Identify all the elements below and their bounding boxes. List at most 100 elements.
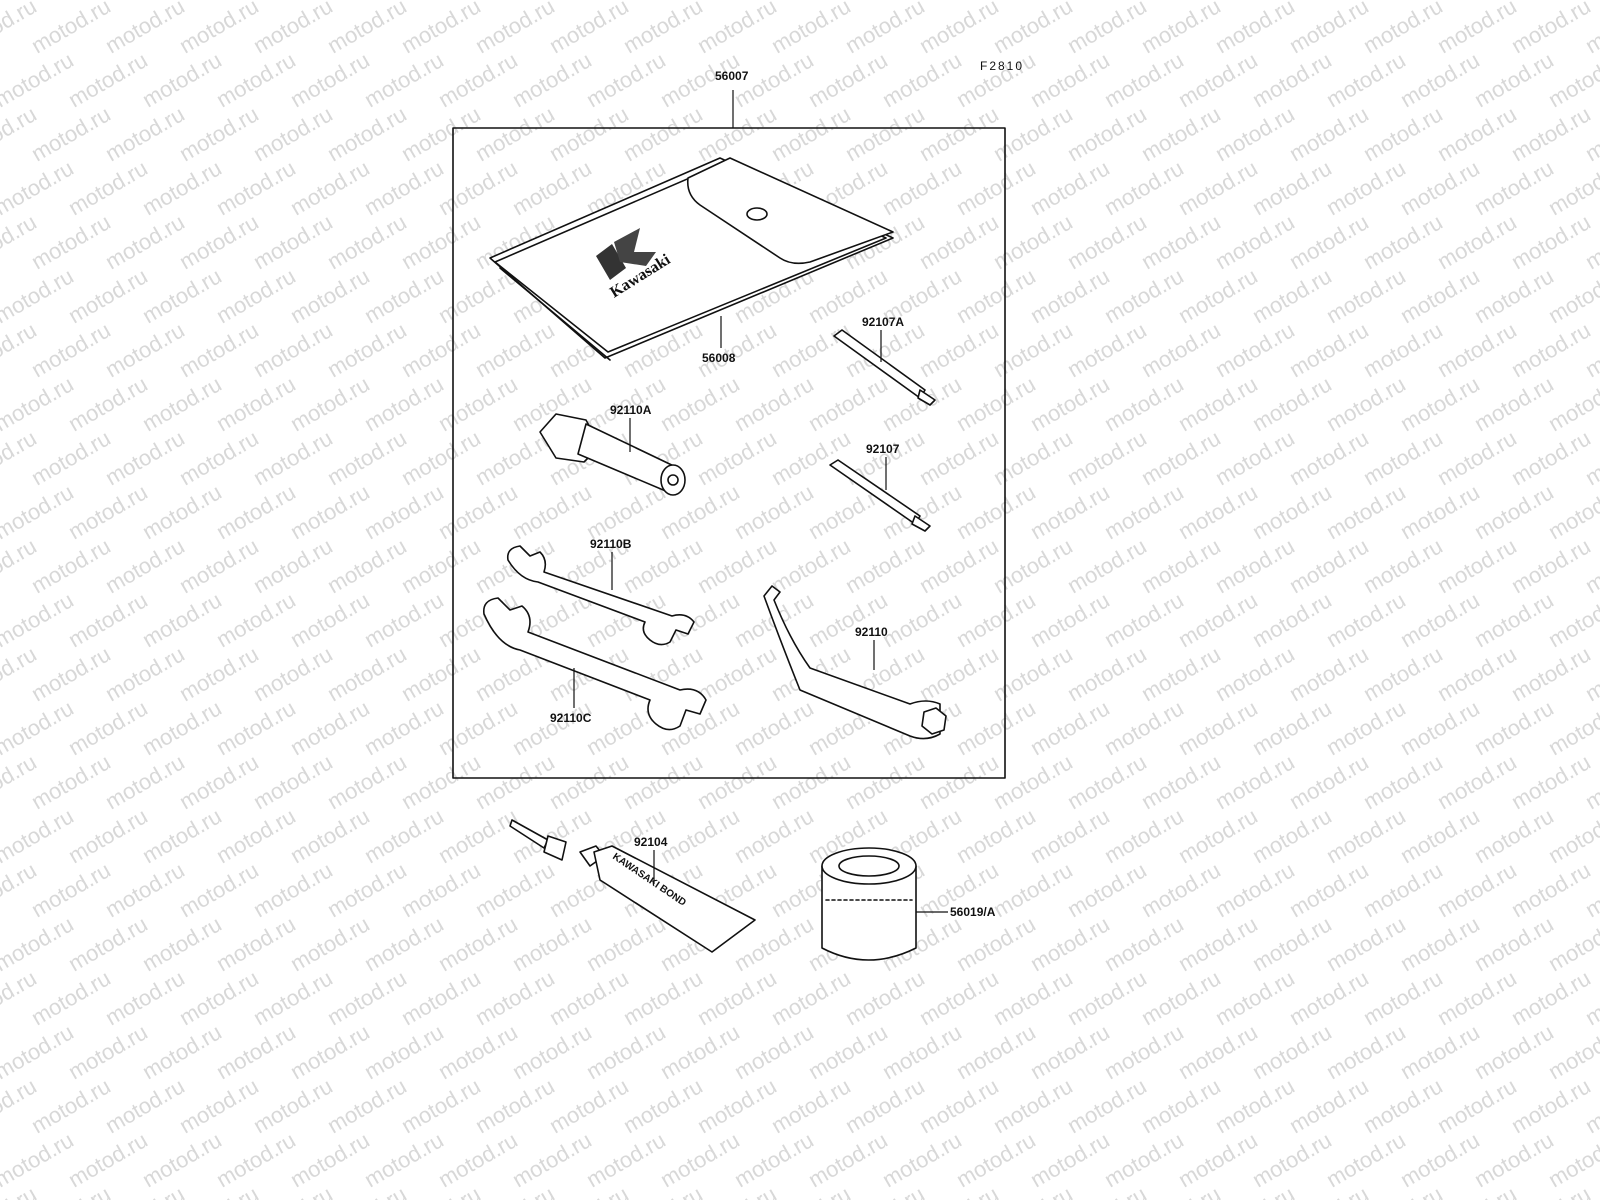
watermark-text: motod.ru (138, 371, 226, 436)
watermark-text: motod.ru (360, 587, 448, 652)
watermark-text: motod.ru (1174, 587, 1262, 652)
watermark-text: motod.ru (64, 803, 152, 868)
watermark-text: motod.ru (1470, 587, 1558, 652)
watermark-text: motod.ru (1507, 1073, 1595, 1138)
watermark-text: motod.ru (1211, 209, 1299, 274)
watermark-text: motod.ru (397, 749, 485, 814)
watermark-text: motod.ru (545, 101, 633, 166)
watermark-text: motod.ru (619, 749, 707, 814)
watermark-text: motod.ru (1211, 749, 1299, 814)
watermark-text: motod.ru (508, 695, 596, 760)
watermark-text: motod.ru (397, 317, 485, 382)
watermark-text: motod.ru (138, 47, 226, 112)
watermark-text: motod.ru (1026, 695, 1114, 760)
watermark-text: motod.ru (1285, 641, 1373, 706)
watermark-text: motod.ru (101, 857, 189, 922)
watermark-text: motod.ru (1322, 911, 1410, 976)
watermark-text: motod.ru (360, 155, 448, 220)
watermark-text: motod.ru (397, 425, 485, 490)
watermark-text: motod.ru (1359, 533, 1447, 598)
part-label-56019A: 56019/A (950, 905, 996, 919)
part-label-92110B: 92110B (590, 537, 632, 551)
watermark-text: motod.ru (730, 371, 818, 436)
watermark-text: motod.ru (1396, 695, 1484, 760)
watermark-text: motod.ru (693, 533, 781, 598)
watermark-text: motod.ru (1026, 587, 1114, 652)
watermark-text: motod.ru (989, 425, 1077, 490)
watermark-text: motod.ru (101, 641, 189, 706)
watermark-text: motod.ru (323, 857, 411, 922)
watermark-text: motod.ru (1396, 587, 1484, 652)
watermark-text: motod.ru (1470, 47, 1558, 112)
watermark-text: motod.ru (1433, 965, 1521, 1030)
watermark-text: motod.ru (323, 101, 411, 166)
watermark-text: motod.ru (915, 641, 1003, 706)
watermark-text: motod.ru (397, 857, 485, 922)
watermark-text: motod.ru (952, 695, 1040, 760)
watermark-text: motod.ru (434, 155, 522, 220)
watermark-text: motod.ru (212, 479, 300, 544)
watermark-text: motod.ru (1285, 101, 1373, 166)
watermark-text: motod.ru (1026, 155, 1114, 220)
watermark-text: motod.ru (175, 1073, 263, 1138)
watermark-text: motod.ru (1248, 1019, 1336, 1084)
watermark-text: motod.ru (619, 1073, 707, 1138)
watermark-text: motod.ru (397, 641, 485, 706)
watermark-text: motod.ru (286, 1127, 374, 1192)
watermark-text: motod.ru (1322, 47, 1410, 112)
watermark-text: motod.ru (619, 965, 707, 1030)
watermark-text: motod.ru (1396, 263, 1484, 328)
watermark-text: motod.ru (1470, 263, 1558, 328)
watermark-text: motod.ru (397, 209, 485, 274)
watermark-text: motod.ru (878, 155, 966, 220)
watermark-text: motod.ru (249, 533, 337, 598)
watermark-text: motod.ru (767, 1073, 855, 1138)
watermark-text: motod.ru (249, 317, 337, 382)
watermark-text: motod.ru (249, 1073, 337, 1138)
watermark-text: motod.ru (64, 587, 152, 652)
watermark-text: motod.ru (101, 209, 189, 274)
watermark-text: motod.ru (693, 0, 781, 58)
watermark-text: motod.ru (915, 317, 1003, 382)
watermark-text: motod.ru (360, 803, 448, 868)
watermark-text: motod.ru (1470, 695, 1558, 760)
watermark-text: motod.ru (101, 425, 189, 490)
watermark-text: motod.ru (212, 47, 300, 112)
watermark-text: motod.ru (1359, 749, 1447, 814)
watermark-text: motod.ru (1359, 857, 1447, 922)
watermark-text: motod.ru (767, 317, 855, 382)
watermark-text: motod.ru (64, 47, 152, 112)
watermark-text: motod.ru (989, 209, 1077, 274)
watermark-text: motod.ru (545, 965, 633, 1030)
watermark-text: motod.ru (841, 749, 929, 814)
watermark-text: motod.ru (434, 47, 522, 112)
watermark-text: motod.ru (64, 263, 152, 328)
watermark-text: motod.ru (619, 101, 707, 166)
watermark-text: motod.ru (730, 479, 818, 544)
watermark-text: motod.ru (1396, 1127, 1484, 1192)
watermark-text: motod.ru (249, 425, 337, 490)
part-label-92110A: 92110A (610, 403, 652, 417)
watermark-text: motod.ru (730, 803, 818, 868)
watermark-text: motod.ru (64, 479, 152, 544)
watermark-text: motod.ru (1433, 317, 1521, 382)
watermark-text: motod.ru (1322, 587, 1410, 652)
watermark-text: motod.ru (1026, 47, 1114, 112)
watermark-text: motod.ru (952, 155, 1040, 220)
watermark-text: motod.ru (1174, 371, 1262, 436)
watermark-text: motod.ru (1248, 371, 1336, 436)
watermark-text: motod.ru (249, 857, 337, 922)
watermark-text: motod.ru (767, 965, 855, 1030)
watermark-text: motod.ru (1322, 1127, 1410, 1192)
watermark-text: motod.ru (730, 695, 818, 760)
watermark-text: motod.ru (1063, 101, 1151, 166)
watermark-text: motod.ru (1174, 803, 1262, 868)
watermark-text: motod.ru (989, 1073, 1077, 1138)
watermark-text: motod.ru (1322, 155, 1410, 220)
part-label-92104: 92104 (634, 835, 668, 849)
watermark-text: motod.ru (1507, 533, 1595, 598)
watermark-text: motod.ru (64, 695, 152, 760)
watermark-text: motod.ru (1507, 317, 1595, 382)
watermark-text: motod.ru (1433, 1073, 1521, 1138)
